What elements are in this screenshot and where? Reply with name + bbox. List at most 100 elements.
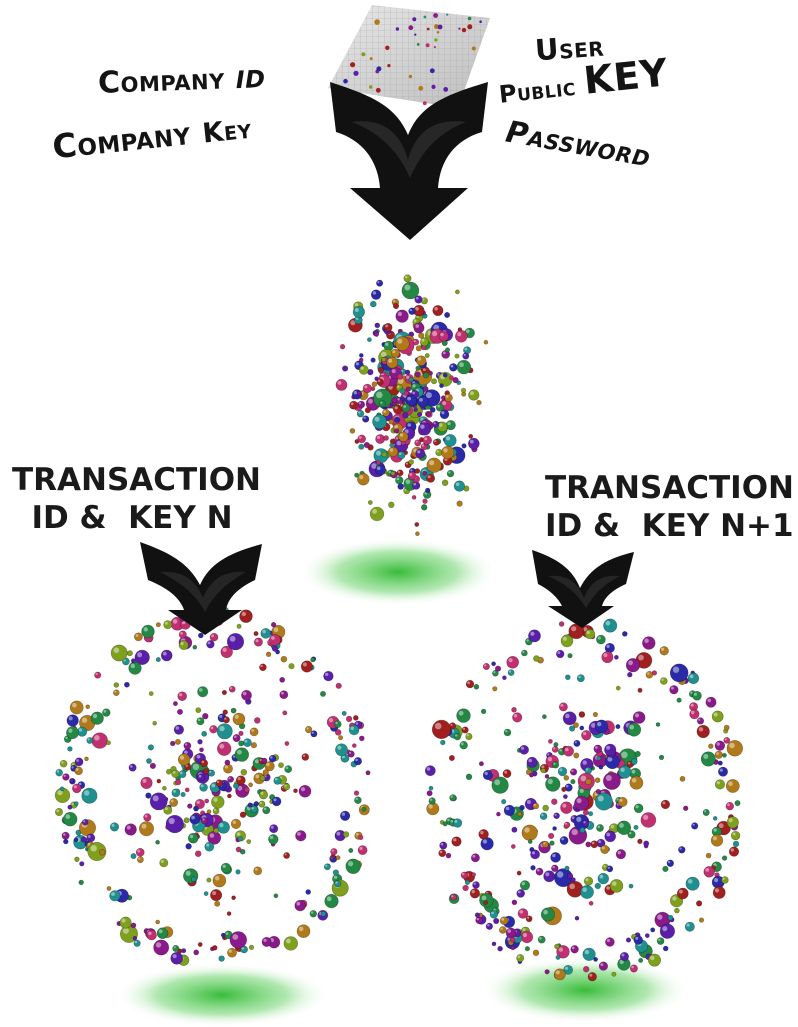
sphere — [456, 500, 463, 507]
sphere-highlight — [415, 440, 418, 443]
sphere — [478, 829, 489, 840]
sphere — [63, 838, 69, 845]
sphere — [598, 764, 604, 770]
sphere-highlight — [565, 784, 569, 788]
sphere-highlight — [371, 463, 378, 469]
sphere — [676, 887, 689, 900]
ground-shadow-left — [114, 963, 330, 1027]
sphere-highlight — [259, 801, 262, 805]
sphere-highlight — [552, 865, 555, 869]
sphere — [55, 768, 64, 777]
sphere — [396, 469, 404, 477]
sphere — [364, 407, 371, 414]
sphere — [128, 661, 142, 675]
sphere-highlight — [722, 877, 725, 880]
sphere — [388, 446, 399, 457]
sphere — [398, 431, 409, 442]
sphere — [603, 772, 621, 790]
sphere — [532, 802, 540, 810]
sphere-highlight — [434, 722, 442, 730]
sphere — [378, 400, 386, 408]
sphere-highlight — [413, 319, 417, 323]
sphere — [562, 711, 577, 726]
sphere-highlight — [450, 820, 454, 823]
sphere-highlight — [401, 369, 404, 372]
sphere — [366, 337, 372, 343]
sphere — [399, 388, 406, 395]
sphere — [708, 743, 714, 749]
sphere — [638, 957, 644, 963]
sphere — [432, 438, 440, 446]
sphere-highlight — [417, 357, 422, 361]
sphere — [510, 945, 516, 951]
sphere-highlight — [201, 760, 205, 764]
sphere-highlight — [571, 769, 574, 772]
sphere — [569, 768, 578, 776]
sphere — [124, 681, 130, 688]
sphere-highlight — [141, 823, 147, 829]
sphere-highlight — [560, 703, 564, 707]
sphere — [246, 839, 252, 844]
sphere — [136, 856, 144, 864]
grid-dot — [408, 74, 413, 79]
sphere-highlight — [415, 324, 420, 328]
sphere — [300, 660, 313, 673]
sphere — [376, 279, 384, 287]
sphere — [442, 821, 448, 827]
sphere — [253, 866, 263, 876]
sphere — [630, 758, 638, 765]
sphere — [432, 305, 444, 317]
sphere — [226, 633, 245, 651]
sphere-highlight — [185, 764, 188, 767]
sphere — [234, 747, 250, 762]
grid-dot — [353, 70, 359, 76]
sphere — [247, 802, 253, 808]
sphere-highlight — [83, 820, 86, 823]
sphere — [512, 712, 523, 723]
sphere — [279, 690, 289, 700]
sphere — [197, 739, 203, 745]
sphere-highlight — [559, 768, 563, 772]
sphere-highlight — [172, 619, 178, 624]
sphere — [342, 365, 349, 372]
sphere-highlight — [434, 307, 438, 311]
sphere-highlight — [92, 713, 98, 719]
sphere — [374, 322, 381, 329]
sphere — [357, 434, 367, 444]
sphere — [358, 834, 364, 841]
grid-dot — [374, 19, 380, 25]
sphere-highlight — [335, 881, 338, 884]
sphere — [485, 922, 494, 930]
sphere-highlight — [583, 821, 586, 824]
sphere-highlight — [547, 757, 553, 762]
sphere — [102, 708, 111, 717]
sphere — [130, 922, 137, 929]
sphere — [199, 747, 204, 753]
sphere — [535, 867, 544, 876]
sphere — [667, 914, 674, 921]
sphere-highlight — [232, 755, 236, 758]
sphere-highlight — [601, 846, 605, 850]
sphere — [268, 634, 281, 646]
sphere — [86, 833, 96, 843]
sphere-highlight — [421, 338, 425, 342]
sphere-highlight — [404, 488, 407, 491]
sphere — [584, 628, 596, 640]
sphere-highlight — [300, 787, 306, 792]
sphere — [323, 863, 331, 871]
sphere-highlight — [455, 482, 460, 487]
sphere — [505, 927, 517, 939]
sphere-highlight — [643, 814, 649, 821]
sphere — [370, 357, 376, 363]
sphere-highlight — [554, 813, 557, 816]
sphere-highlight — [576, 798, 582, 804]
sphere-highlight — [464, 347, 468, 351]
sphere — [140, 776, 153, 790]
sphere — [465, 732, 473, 741]
sphere — [235, 846, 242, 853]
sphere — [135, 848, 145, 857]
sphere — [122, 657, 130, 666]
sphere — [128, 763, 137, 772]
sphere — [714, 779, 726, 790]
sphere — [230, 707, 237, 714]
